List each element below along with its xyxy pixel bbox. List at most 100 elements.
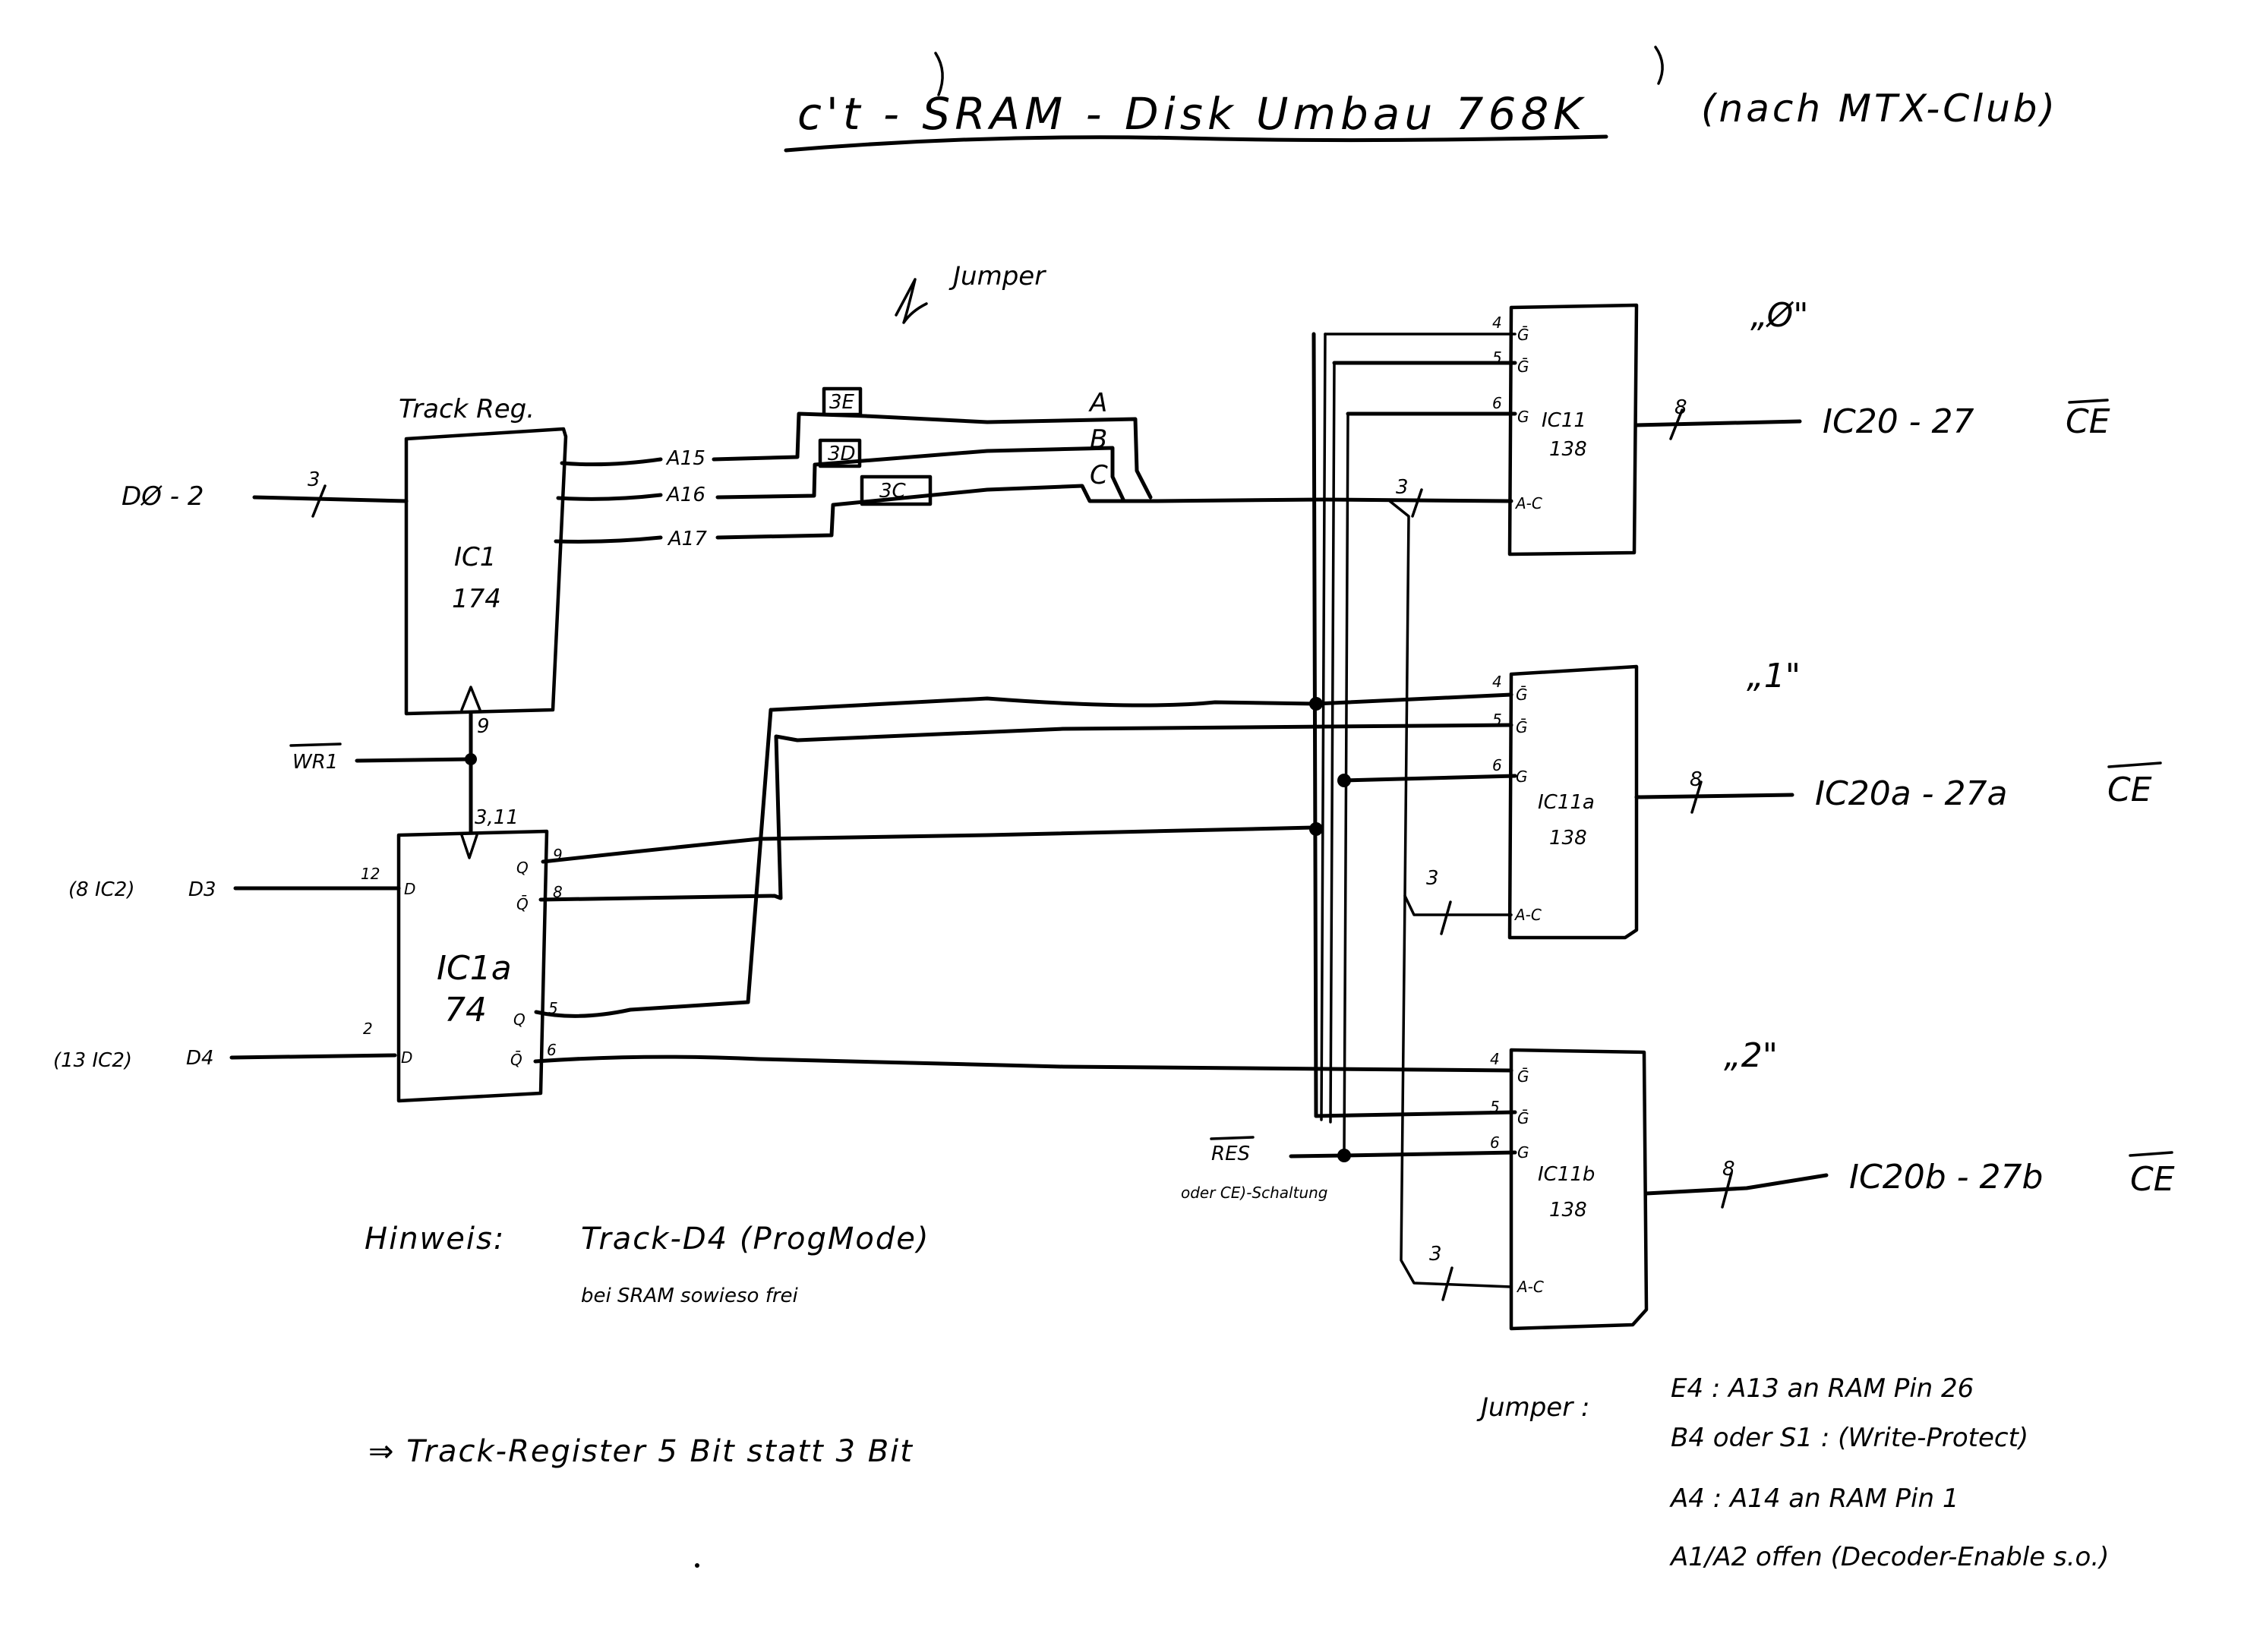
ic11-pin4-num: 4 bbox=[1492, 314, 1502, 332]
ic11-pin5-num: 5 bbox=[1492, 348, 1502, 367]
enable-wiring bbox=[533, 332, 1517, 1288]
bus-slash bbox=[1721, 1171, 1733, 1209]
decoder-ic11b: „2" 4 Ḡ 5 Ḡ 6 G IC11b 138 A-C 3 8 IC20b … bbox=[1429, 1036, 2175, 1331]
ic1-out-a17-label: A17 bbox=[667, 528, 707, 550]
decoder-ic11: „Ø" 4 Ḡ 5 Ḡ 6 G IC11 138 A-C 3 8 IC20 - … bbox=[1396, 296, 2110, 556]
jumper-caption: Jumper bbox=[948, 261, 1046, 292]
jumper-3c-label: 3C bbox=[879, 480, 907, 503]
d3-port: D bbox=[404, 880, 415, 898]
ic11a-type: 138 bbox=[1549, 827, 1587, 850]
ic11a-output-wire bbox=[1634, 793, 1794, 799]
addr-bus-ic11b bbox=[1400, 894, 1513, 1288]
ic1-out-a15-label: A15 bbox=[665, 447, 705, 470]
ic11a-pin4-num: 4 bbox=[1492, 673, 1502, 691]
wire-b bbox=[715, 446, 1126, 503]
jumper-note-line: A4 : A14 an RAM Pin 1 bbox=[1669, 1483, 1959, 1514]
reset-note: oder CE)-Schaltung bbox=[1181, 1184, 1328, 1202]
junction-dot bbox=[1337, 1149, 1351, 1162]
ic11b-type: 138 bbox=[1549, 1199, 1587, 1222]
ff-out-q1-port: Q bbox=[516, 859, 529, 877]
ic11b-output-wire bbox=[1644, 1173, 1829, 1196]
ic11a-pin5-num: 5 bbox=[1492, 711, 1502, 729]
flipflop: IC1a 74 (8 IC2) D3 12 D (13 IC2) D4 2 D … bbox=[53, 829, 563, 1103]
reset-label: RES bbox=[1211, 1143, 1250, 1165]
ic11a-out-signal: CE bbox=[2107, 771, 2152, 809]
bus-slash bbox=[1440, 900, 1452, 935]
wr1-wire bbox=[355, 757, 473, 763]
bus-slash bbox=[311, 484, 327, 518]
ic11b-pin5-name: Ḡ bbox=[1517, 1109, 1529, 1127]
ic1-clock-triangle bbox=[460, 686, 481, 711]
ic11-output-wire bbox=[1634, 419, 1802, 427]
ic1-out-a17-wire bbox=[554, 535, 663, 544]
ic11-type: 138 bbox=[1549, 438, 1587, 461]
ic1-clock-pin: 9 bbox=[477, 715, 490, 738]
reset-wire bbox=[1289, 1150, 1517, 1159]
decoder-ic11a: „1" 4 Ḡ 5 Ḡ 6 G IC11a 138 A-C 3 8 IC20a … bbox=[1426, 657, 2162, 940]
ce-overbar bbox=[2068, 399, 2109, 404]
ic1a-box bbox=[396, 829, 549, 1103]
bank-label-2: „2" bbox=[1724, 1036, 1778, 1075]
d3-signal: D3 bbox=[188, 878, 216, 901]
line-label-b: B bbox=[1090, 424, 1107, 455]
bank-label-0: „Ø" bbox=[1750, 296, 1808, 335]
ff-out-nq1-pin: 8 bbox=[553, 883, 563, 901]
ic11-box bbox=[1507, 303, 1639, 556]
bus-slash bbox=[1669, 408, 1684, 440]
hint-line-2: bei SRAM sowieso frei bbox=[581, 1285, 799, 1307]
reset-overbar bbox=[1210, 1136, 1255, 1140]
jumper-notes-label: Jumper : bbox=[1476, 1392, 1589, 1423]
jumper-notes-block: Jumper : E4 : A13 an RAM Pin 26 B4 oder … bbox=[1476, 1373, 2109, 1572]
hint-line-1: Track-D4 (ProgMode) bbox=[581, 1222, 930, 1256]
jumper-3c[interactable] bbox=[860, 474, 933, 506]
ce-overbar bbox=[2107, 761, 2162, 768]
wire-ic11a-g6 bbox=[1342, 774, 1517, 783]
track-register: Track Reg. IC1 174 DØ - 2 3 A15 A16 A17 bbox=[122, 394, 707, 716]
ic1a-clock-pins: 3,11 bbox=[475, 806, 519, 829]
ff-out-nq1-port: Q̄ bbox=[516, 894, 529, 913]
line-label-c: C bbox=[1090, 460, 1108, 490]
ic11a-out-target: IC20a - 27a bbox=[1815, 774, 2007, 813]
jumper-3e[interactable] bbox=[822, 386, 863, 417]
ic11a-name: IC11a bbox=[1538, 791, 1595, 814]
wire-c-bus bbox=[715, 484, 1513, 540]
d4-port: D bbox=[401, 1048, 412, 1067]
ic11b-pin5-num: 5 bbox=[1490, 1098, 1500, 1116]
title-tick-mark bbox=[934, 52, 944, 96]
ic11a-pin5-name: Ḡ bbox=[1516, 718, 1528, 736]
addr-bus-ic11a bbox=[1388, 500, 1513, 916]
ic11-pin5-name: Ḡ bbox=[1517, 358, 1529, 376]
wire-nq-pin8 bbox=[538, 723, 1513, 902]
ic1a-type: 74 bbox=[444, 991, 487, 1029]
bus-slash bbox=[1411, 488, 1423, 518]
ic11-out-width: 8 bbox=[1674, 396, 1687, 419]
ff-out-nq2-port: Q̄ bbox=[510, 1050, 522, 1069]
jumper-3d[interactable] bbox=[818, 438, 862, 468]
ic11-addr-width: 3 bbox=[1396, 476, 1409, 499]
ic1-input-wire bbox=[252, 495, 409, 503]
ic11-pin6-name: G bbox=[1517, 408, 1529, 426]
enable-bus-1 bbox=[1311, 332, 1318, 1118]
ic11-out-target: IC20 - 27 bbox=[1823, 402, 1974, 441]
ic11b-addr-port: A-C bbox=[1516, 1278, 1544, 1296]
ic1-out-a16-wire bbox=[556, 493, 663, 501]
ic11b-pin6-name: G bbox=[1517, 1143, 1529, 1162]
d4-wire bbox=[229, 1053, 397, 1060]
d3-source: (8 IC2) bbox=[68, 878, 134, 901]
title-source: (nach MTX-Club) bbox=[1701, 87, 2058, 131]
wire-q-pin5 bbox=[534, 696, 1318, 1018]
ic11-out-signal: CE bbox=[2066, 402, 2110, 441]
ic11b-box bbox=[1509, 1048, 1649, 1331]
jumper-3d-label: 3D bbox=[828, 443, 856, 465]
ff-out-nq2-pin: 6 bbox=[547, 1041, 557, 1059]
ic11-pin4-name: Ḡ bbox=[1517, 326, 1529, 344]
ic11a-addr-width: 3 bbox=[1426, 867, 1439, 890]
notes-block: Hinweis: Track-D4 (ProgMode) bei SRAM so… bbox=[365, 1222, 930, 1568]
title-block: c't - SRAM - Disk Umbau 768K (nach MTX-C… bbox=[784, 46, 2058, 153]
ic11a-box bbox=[1507, 664, 1639, 940]
ic1-box bbox=[404, 427, 568, 716]
stray-dot bbox=[695, 1563, 699, 1568]
ic11b-out-target: IC20b - 27b bbox=[1849, 1158, 2043, 1196]
hint-label: Hinweis: bbox=[365, 1222, 505, 1256]
